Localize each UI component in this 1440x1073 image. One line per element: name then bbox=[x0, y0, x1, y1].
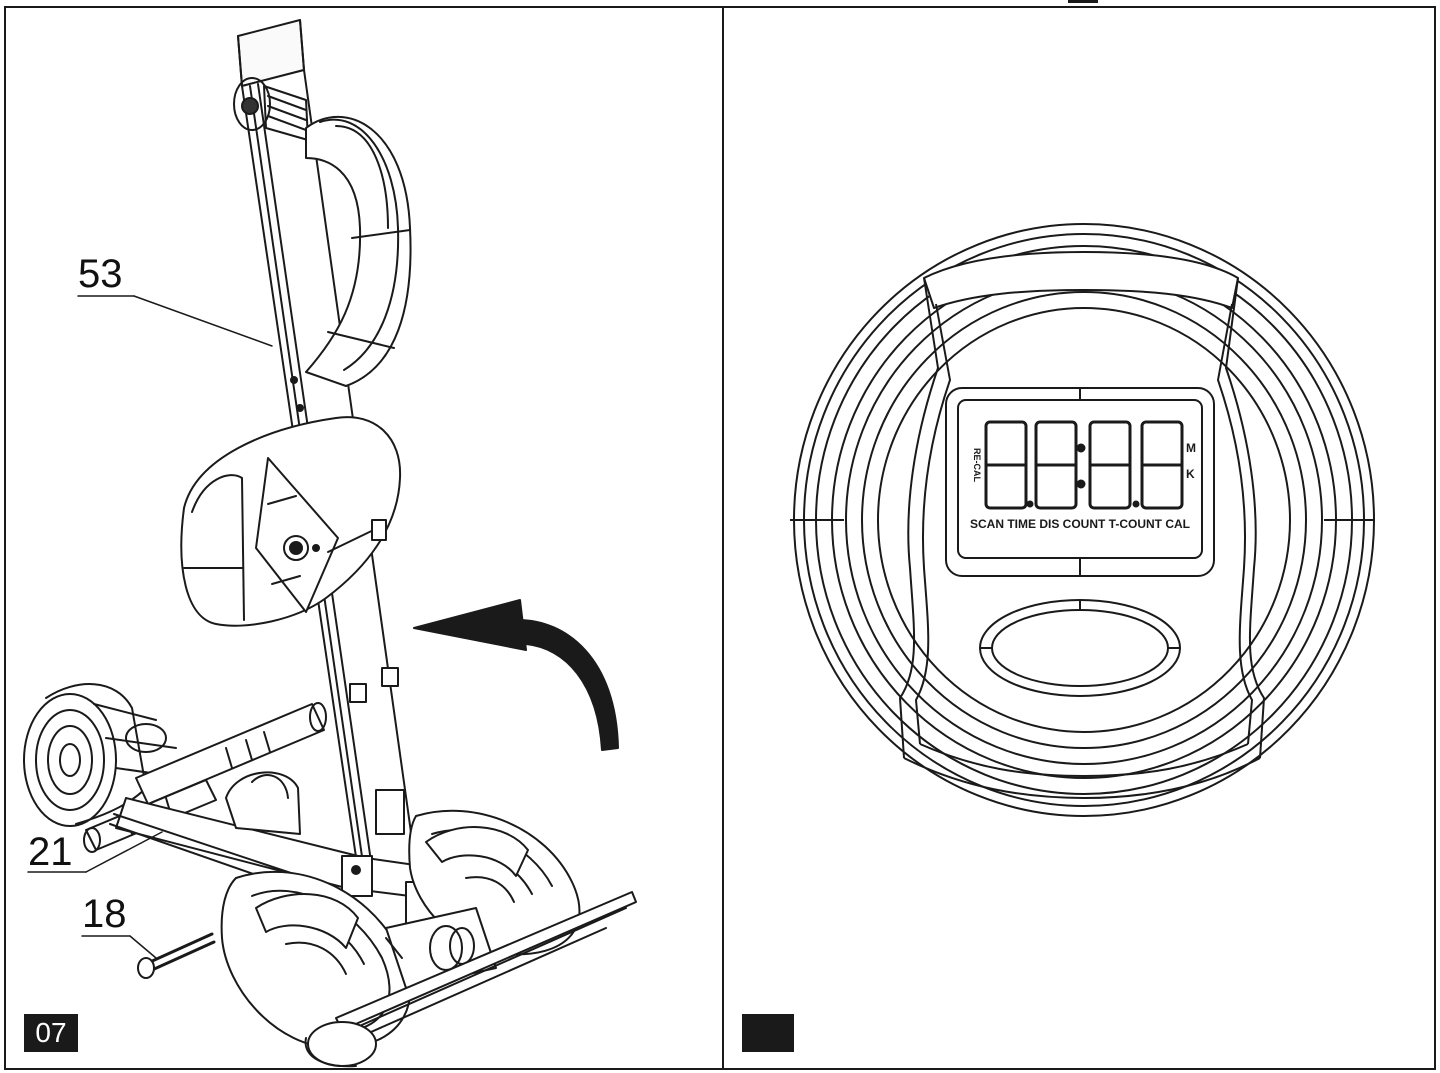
console-drawing: RE-CAL M K SCAN TIME DIS COUNT T-COUNT C… bbox=[790, 223, 1375, 817]
assembly-panel: 53 21 18 07 bbox=[6, 8, 722, 1068]
step-number-badge: 07 bbox=[24, 1014, 78, 1052]
flywheel-unit bbox=[23, 683, 187, 827]
lcd-unit-bottom: K bbox=[1186, 467, 1195, 481]
top-edge-mark bbox=[1068, 0, 1098, 3]
part-label-53: 53 bbox=[78, 252, 123, 296]
console-button bbox=[979, 599, 1181, 697]
nut bbox=[349, 683, 367, 703]
part-label-18: 18 bbox=[82, 892, 127, 936]
handlebar-pad bbox=[305, 115, 412, 387]
page-frame bbox=[4, 6, 1436, 1070]
rotation-arrow bbox=[413, 599, 619, 751]
seat-pad bbox=[180, 416, 402, 627]
slide-rail bbox=[304, 891, 637, 1068]
part-label-21: 21 bbox=[28, 830, 73, 874]
lcd-digit-boxes bbox=[984, 420, 1184, 510]
lcd-side-label: RE-CAL bbox=[972, 448, 982, 482]
step-number-badge-blank bbox=[742, 1014, 794, 1052]
panel-divider bbox=[722, 6, 724, 1070]
nut bbox=[381, 667, 399, 687]
console-panel: RE-CAL M K SCAN TIME DIS COUNT T-COUNT C… bbox=[724, 8, 1434, 1068]
assembly-drawing bbox=[23, 19, 637, 1068]
bolt-18 bbox=[137, 932, 216, 979]
leader-lines bbox=[27, 295, 273, 959]
left-pedal bbox=[220, 870, 412, 1049]
console-housing bbox=[899, 251, 1265, 799]
lcd-function-labels: SCAN TIME DIS COUNT T-COUNT CAL bbox=[970, 517, 1190, 531]
lcd-unit-top: M bbox=[1186, 441, 1196, 455]
